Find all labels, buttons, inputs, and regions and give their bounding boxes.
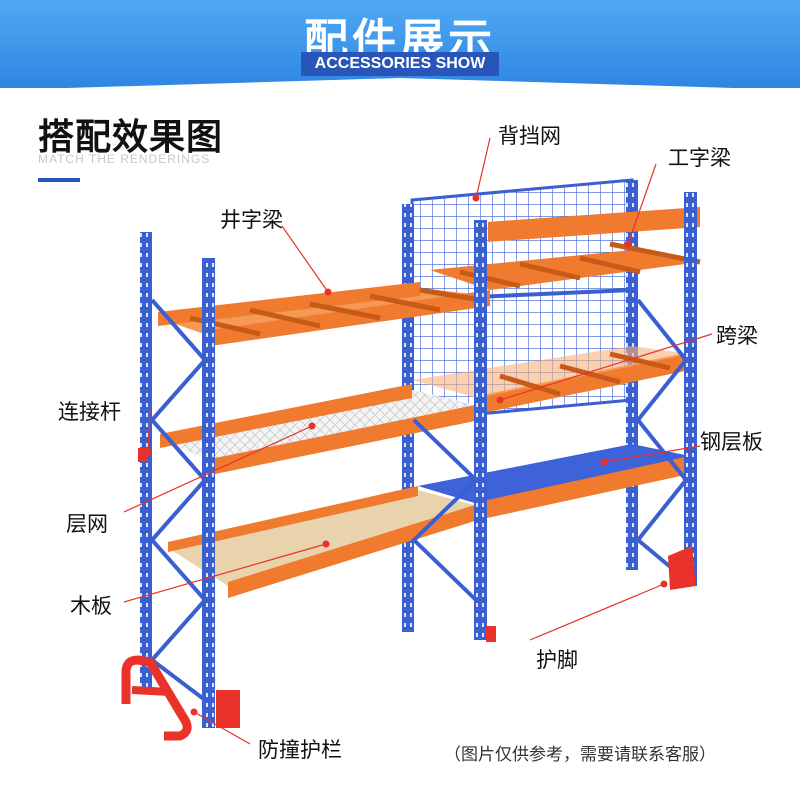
label-connecting-rod: 连接杆	[58, 400, 121, 424]
left-frame	[140, 232, 215, 728]
header-subtitle: ACCESSORIES SHOW	[300, 52, 500, 76]
callout-lines	[123, 137, 713, 745]
label-steel-shelf: 钢层板	[700, 430, 763, 454]
reference-note: （图片仅供参考，需要请联系客服）	[444, 745, 716, 765]
foot-guards	[216, 546, 696, 728]
banner-wedge	[66, 78, 734, 88]
header-banner: 配件展示 ACCESSORIES SHOW	[0, 0, 800, 88]
right-frame	[635, 192, 697, 586]
label-cross-beam: 井字梁	[220, 208, 283, 232]
label-layer-net: 层网	[66, 512, 108, 536]
wood-board	[168, 486, 478, 598]
middle-frame	[411, 220, 487, 640]
connecting-rod-end	[138, 448, 148, 462]
section-underline	[38, 178, 80, 182]
callout-dots	[144, 194, 668, 716]
label-span-beam: 跨梁	[716, 324, 758, 348]
label-anti-collision-rail: 防撞护栏	[258, 738, 342, 762]
label-back-net: 背挡网	[498, 124, 561, 148]
left-top-level	[158, 282, 490, 346]
section-subtitle: MATCH THE RENDERINGS	[38, 152, 211, 166]
anti-collision-rail	[121, 655, 192, 741]
label-i-beam: 工字梁	[668, 146, 731, 170]
section-title: 搭配效果图	[38, 117, 224, 158]
label-foot-guard: 护脚	[536, 648, 578, 672]
label-wood-board: 木板	[70, 594, 112, 618]
